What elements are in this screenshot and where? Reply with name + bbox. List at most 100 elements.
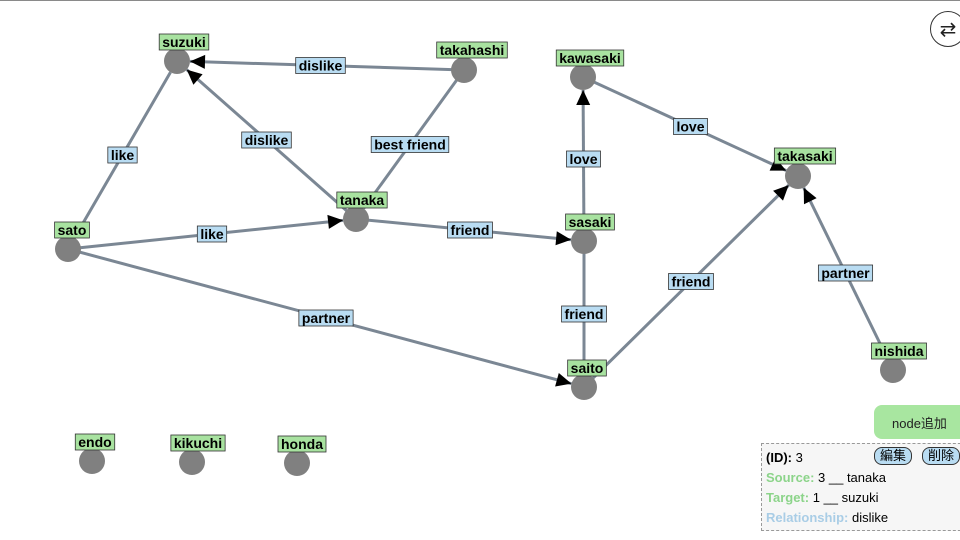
add-node-button[interactable]: node追加	[874, 405, 960, 439]
node-label-saito-group: saito	[567, 359, 607, 377]
node-label-saito: saito	[571, 360, 604, 376]
edge-label-takahashi-tanaka-group: best friend	[370, 136, 450, 153]
edge-label-takahashi-suzuki-box	[295, 57, 346, 74]
node-label-kikuchi-box	[170, 434, 226, 452]
node-label-endo-group: endo	[74, 433, 116, 451]
info-relationship-value: dislike	[851, 510, 889, 525]
edge-label-saito-takasaki-group: friend	[668, 273, 714, 290]
node-label-honda-box	[277, 435, 327, 453]
node-label-endo-box	[74, 433, 116, 451]
node-label-kikuchi: kikuchi	[174, 435, 222, 451]
edge-label-tanaka-suzuki: dislike	[245, 132, 289, 148]
edge-label-tanaka-sasaki-box	[447, 221, 493, 239]
node-honda[interactable]	[284, 450, 310, 476]
info-target-key: Target:	[766, 490, 810, 505]
node-label-takahashi: takahashi	[440, 42, 505, 58]
edge-label-sato-tanaka-group: like	[196, 225, 228, 243]
edge-label-sasaki-saito: friend	[565, 306, 604, 322]
node-label-takasaki-box	[773, 147, 837, 165]
node-label-suzuki: suzuki	[162, 34, 206, 50]
arrowhead-sato-tanaka	[327, 214, 344, 229]
info-id-row: (ID): 3	[766, 448, 960, 468]
node-label-sasaki: sasaki	[569, 214, 612, 230]
swap-button[interactable]: ⇄	[930, 11, 960, 47]
arrowhead-takahashi-suzuki	[190, 54, 206, 69]
edge-label-takahashi-tanaka: best friend	[374, 137, 446, 153]
edge-label-sasaki-kawasaki: love	[569, 151, 597, 167]
node-label-takasaki: takasaki	[777, 148, 832, 164]
node-takasaki[interactable]	[785, 163, 811, 189]
node-label-endo: endo	[78, 434, 111, 450]
edge-label-kawasaki-takasaki-box	[673, 118, 708, 135]
node-suzuki[interactable]	[164, 48, 190, 74]
edge-label-tanaka-suzuki-group: dislike	[241, 131, 292, 149]
info-relationship-key: Relationship:	[766, 510, 849, 525]
edge-label-takahashi-suzuki-group: dislike	[295, 57, 346, 74]
edge-info-panel: (ID): 3 編集 削除 Source: 3 __ tanaka Target…	[761, 443, 960, 531]
edge-label-sato-tanaka: like	[200, 226, 224, 242]
node-label-tanaka-box	[336, 191, 388, 209]
node-label-kawasaki-group: kawasaki	[555, 49, 625, 67]
arrowhead-tanaka-sasaki	[555, 231, 572, 246]
node-label-takahashi-group: takahashi	[436, 41, 508, 59]
edge-label-nishida-takasaki-group: partner	[817, 264, 874, 282]
edge-label-sato-suzuki: like	[111, 147, 135, 163]
edge-label-sato-saito-group: partner	[298, 309, 354, 327]
swap-arrows-icon: ⇄	[939, 18, 957, 41]
edge-label-tanaka-suzuki-box	[241, 131, 292, 149]
info-relationship-row: Relationship: dislike	[766, 508, 960, 528]
node-nishida[interactable]	[880, 357, 906, 383]
edge-label-sato-suzuki-box	[107, 146, 138, 164]
arrowhead-tanaka-suzuki	[186, 69, 203, 85]
edge-label-nishida-takasaki: partner	[821, 265, 870, 281]
add-node-label: node追加	[892, 415, 947, 431]
node-label-sato: sato	[58, 222, 87, 238]
edge-label-sasaki-saito-group: friend	[561, 305, 607, 323]
node-label-tanaka-group: tanaka	[336, 191, 388, 209]
node-label-suzuki-box	[158, 33, 210, 51]
node-label-takahashi-box	[436, 41, 508, 59]
node-sato[interactable]	[55, 236, 81, 262]
top-border	[0, 0, 960, 1]
node-label-sato-group: sato	[54, 221, 90, 239]
edit-button[interactable]: 編集	[874, 447, 913, 465]
node-kawasaki[interactable]	[570, 64, 596, 90]
edge-label-sasaki-saito-box	[561, 305, 607, 323]
edge-label-sato-tanaka-box	[196, 225, 228, 243]
edges-layer	[66, 54, 895, 389]
edge-label-sato-saito-box	[298, 309, 354, 327]
node-label-saito-box	[567, 359, 607, 377]
node-label-honda-group: honda	[277, 435, 327, 453]
node-label-kikuchi-group: kikuchi	[170, 434, 226, 452]
edge-label-sato-suzuki-group: like	[107, 146, 138, 164]
edge-label-nishida-takasaki-box	[817, 264, 874, 282]
arrowhead-sasaki-kawasaki	[576, 90, 591, 105]
delete-button[interactable]: 削除	[922, 447, 960, 465]
info-source-row: Source: 3 __ tanaka	[766, 468, 960, 488]
arrowhead-sato-saito	[555, 373, 572, 387]
node-sasaki[interactable]	[571, 228, 597, 254]
edge-label-takahashi-suzuki: dislike	[299, 58, 343, 74]
edge-label-kawasaki-takasaki-group: love	[673, 118, 708, 135]
info-target-row: Target: 1 __ suzuki	[766, 488, 960, 508]
node-tanaka[interactable]	[343, 206, 369, 232]
node-endo[interactable]	[79, 448, 105, 474]
info-target-value: 1 __ suzuki	[812, 490, 879, 505]
node-label-nishida-group: nishida	[871, 342, 927, 360]
node-label-nishida: nishida	[874, 343, 923, 359]
node-label-sasaki-group: sasaki	[565, 213, 615, 231]
node-saito[interactable]	[571, 374, 597, 400]
nodes-layer	[55, 48, 906, 476]
edge-label-sasaki-kawasaki-group: love	[566, 150, 601, 168]
edge-label-tanaka-sasaki-group: friend	[447, 221, 493, 239]
edge-label-kawasaki-takasaki: love	[676, 119, 704, 135]
node-label-kawasaki: kawasaki	[559, 50, 621, 66]
node-kikuchi[interactable]	[179, 449, 205, 475]
info-id-key: (ID):	[766, 450, 792, 465]
node-label-suzuki-group: suzuki	[158, 33, 210, 51]
node-label-honda: honda	[281, 436, 323, 452]
node-label-kawasaki-box	[555, 49, 625, 67]
arrowhead-saito-takasaki	[773, 185, 789, 201]
node-takahashi[interactable]	[451, 57, 477, 83]
